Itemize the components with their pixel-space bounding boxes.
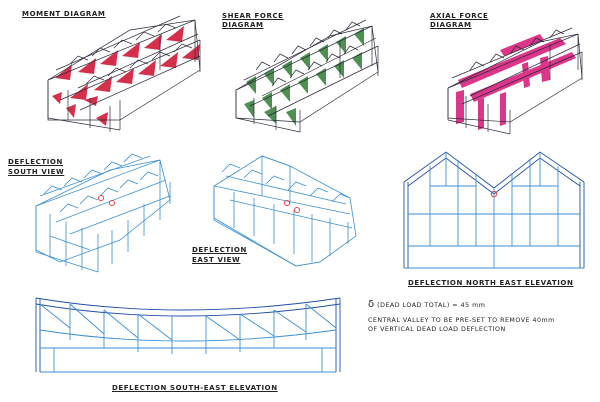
delta-symbol: δ <box>368 299 375 310</box>
deflection-marker-north-east <box>490 190 498 198</box>
deflection-south-label: DEFLECTION <box>8 158 63 166</box>
south-view-label: SOUTH VIEW <box>8 168 65 176</box>
deflection-north-east-label: DEFLECTION NORTH EAST ELEVATION <box>408 279 574 287</box>
deflection-east-label: DEFLECTION <box>192 246 247 254</box>
deflection-marker-south-2 <box>108 199 116 207</box>
deflection-south-sketch <box>35 153 171 273</box>
shear-force-label: SHEAR FORCE <box>222 12 284 20</box>
deflection-marker-east-1 <box>283 199 291 207</box>
deflection-total-text: (DEAD LOAD TOTAL) = 45 mm <box>377 302 486 309</box>
preset-note-line-2: OF VERTICAL DEAD LOAD DEFLECTION <box>368 326 506 333</box>
deflection-south-east-label: DEFLECTION SOUTH-EAST ELEVATION <box>112 384 278 392</box>
deflection-total-note: δ (DEAD LOAD TOTAL) = 45 mm <box>368 300 485 310</box>
axial-diagram-label: DIAGRAM <box>430 21 472 29</box>
deflection-north-east-sketch <box>403 151 585 269</box>
axial-force-label: AXIAL FORCE <box>430 12 489 20</box>
shear-force-sketch <box>235 19 379 133</box>
axial-force-sketch <box>447 27 583 135</box>
deflection-east-sketch <box>213 155 357 267</box>
deflection-south-east-sketch <box>35 297 341 373</box>
preset-note-line: CENTRAL VALLEY TO BE PRE-SET TO REMOVE 4… <box>368 317 555 324</box>
moment-diagram-sketch <box>47 15 201 132</box>
deflection-marker-south-1 <box>97 194 105 202</box>
east-view-label: EAST VIEW <box>192 256 241 264</box>
moment-diagram-label: MOMENT DIAGRAM <box>22 10 106 18</box>
shear-diagram-label: DIAGRAM <box>222 21 264 29</box>
deflection-marker-east-2 <box>293 206 301 214</box>
